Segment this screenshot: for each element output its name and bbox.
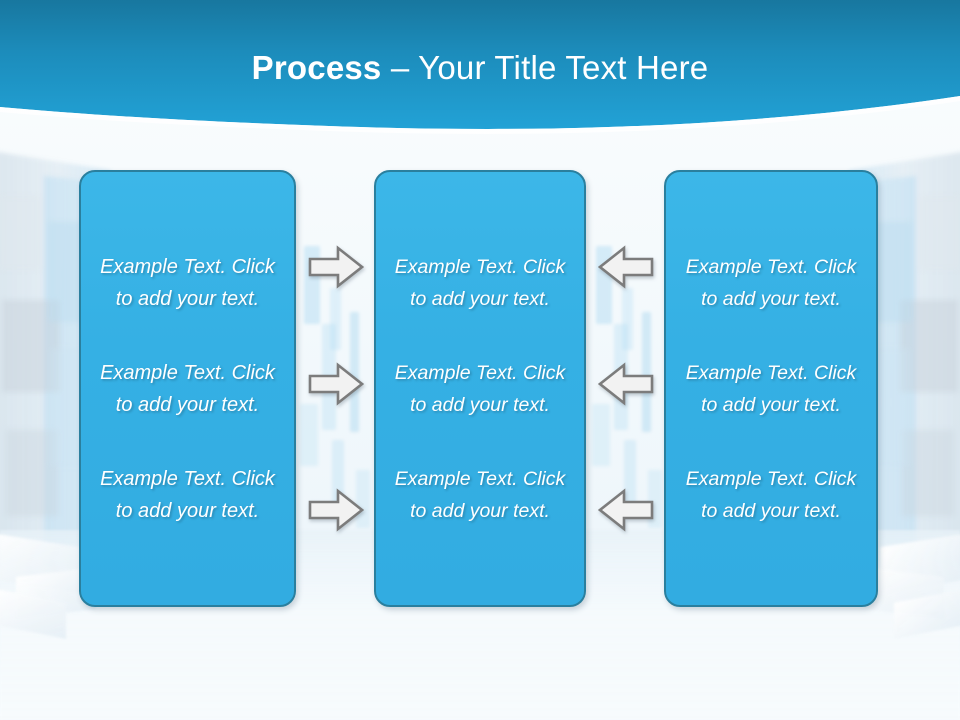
process-text[interactable]: Example Text. Click to add your text. <box>685 361 857 416</box>
floor-shard <box>0 532 80 594</box>
page-title: Process – Your Title Text Here <box>0 48 960 88</box>
process-text[interactable]: Example Text. Click to add your text. <box>100 467 275 522</box>
process-text[interactable]: Example Text. Click to add your text. <box>394 467 566 522</box>
arrow-right-icon[interactable] <box>308 362 364 406</box>
light-streak <box>330 288 341 350</box>
light-streak <box>622 288 633 350</box>
light-streak <box>592 404 610 466</box>
light-streak <box>300 404 318 466</box>
floor-shard <box>880 532 960 594</box>
glass-tile <box>0 196 40 270</box>
process-text[interactable]: Example Text. Click to add your text. <box>100 361 275 416</box>
header-band <box>0 0 960 135</box>
page-title-light: – Your Title Text Here <box>381 49 709 86</box>
glass-tile <box>920 196 960 270</box>
arrow-right-icon[interactable] <box>308 245 364 289</box>
process-text[interactable]: Example Text. Click to add your text. <box>685 467 857 522</box>
process-text[interactable]: Example Text. Click to add your text. <box>394 255 566 310</box>
process-text[interactable]: Example Text. Click to add your text. <box>685 255 857 310</box>
arrow-left-icon[interactable] <box>598 245 654 289</box>
glass-tile <box>902 430 954 516</box>
process-box-1[interactable]: Example Text. Click to add your text. Ex… <box>79 170 296 607</box>
arrow-right-icon[interactable] <box>308 488 364 532</box>
process-box-3[interactable]: Example Text. Click to add your text. Ex… <box>664 170 878 607</box>
floor-shard <box>894 589 960 639</box>
glass-tile <box>900 300 958 392</box>
arrow-left-icon[interactable] <box>598 488 654 532</box>
arrow-left-icon[interactable] <box>598 362 654 406</box>
process-text[interactable]: Example Text. Click to add your text. <box>394 361 566 416</box>
process-box-2[interactable]: Example Text. Click to add your text. Ex… <box>374 170 586 607</box>
process-text[interactable]: Example Text. Click to add your text. <box>100 255 275 310</box>
glass-tile <box>2 300 60 392</box>
floor-shard <box>0 589 66 639</box>
glass-tile <box>6 430 58 516</box>
page-title-strong: Process <box>251 49 382 86</box>
